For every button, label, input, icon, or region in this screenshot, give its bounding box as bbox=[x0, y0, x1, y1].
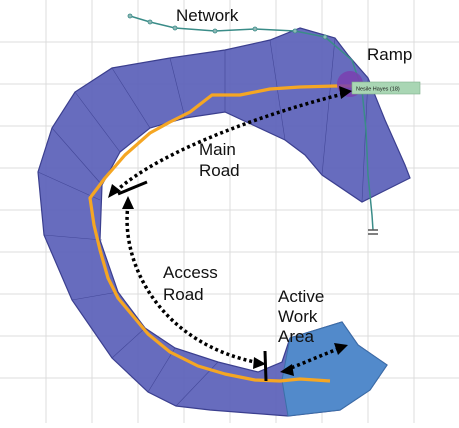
arrowhead-access-top bbox=[122, 196, 134, 209]
access-road-label-line2: Road bbox=[163, 285, 204, 304]
ramp-tag-text: Nesile Hayes (18) bbox=[356, 87, 400, 93]
active-work-label-line2: Work bbox=[278, 307, 318, 326]
active-area-arrow bbox=[285, 346, 341, 372]
main-road-label-line2: Road bbox=[199, 161, 240, 180]
network-nodes bbox=[127, 13, 328, 40]
main-road-label-line1: Main bbox=[199, 140, 236, 159]
arrowhead-access-bottom bbox=[253, 357, 266, 369]
arrows bbox=[113, 92, 344, 372]
active-work-label-line3: Area bbox=[278, 327, 314, 346]
active-work-label-line1: Active bbox=[278, 287, 324, 306]
arrowhead-ramp bbox=[339, 86, 352, 99]
access-active-divider bbox=[263, 350, 268, 382]
access-road-label-line1: Access bbox=[163, 263, 218, 282]
network-label: Network bbox=[176, 6, 239, 25]
ramp-label: Ramp bbox=[367, 45, 412, 64]
haul-road bbox=[88, 84, 362, 383]
section-markers bbox=[117, 180, 268, 382]
arrowhead-active-right bbox=[334, 343, 348, 355]
arrowhead-active-left bbox=[280, 364, 294, 376]
arrowheads bbox=[108, 86, 352, 376]
arrowhead-main-road bbox=[108, 184, 121, 198]
main-road-arrow bbox=[113, 92, 344, 194]
network-end-marker bbox=[368, 229, 378, 235]
pit-shell bbox=[37, 27, 411, 417]
main-access-divider bbox=[117, 180, 148, 196]
active-work-area bbox=[281, 321, 388, 417]
ramp-tag: Nesile Hayes (18) bbox=[351, 81, 421, 95]
